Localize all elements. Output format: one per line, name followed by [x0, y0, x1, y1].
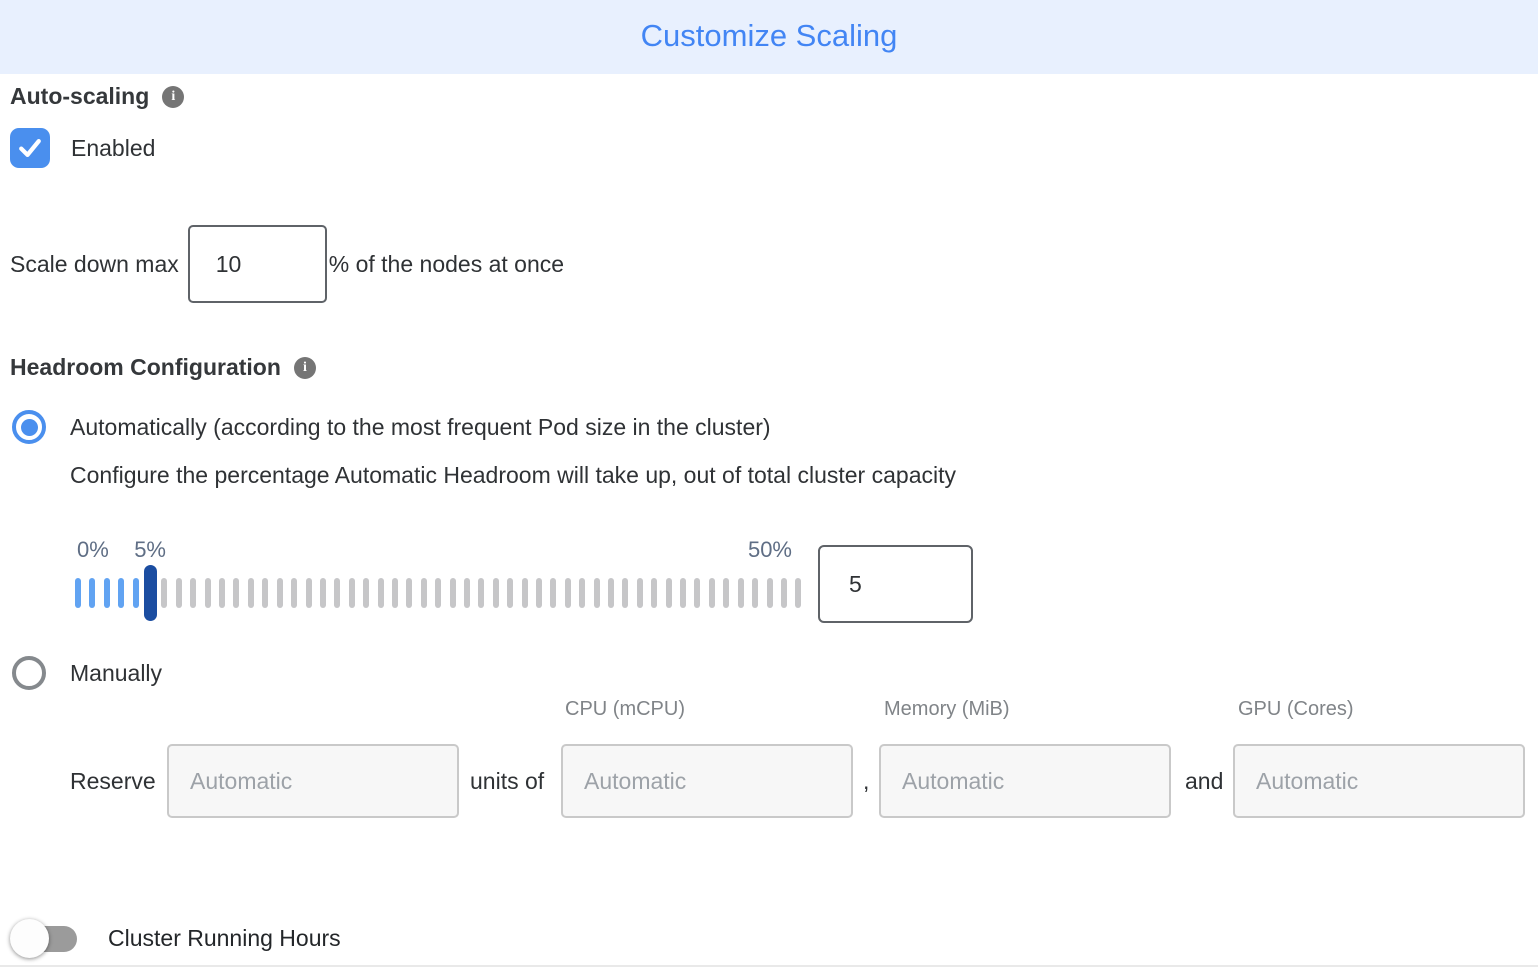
- slider-tick: [651, 578, 658, 608]
- slider-tick: [593, 578, 600, 608]
- slider-tick: [521, 578, 528, 608]
- slider-tick: [752, 578, 759, 608]
- slider-tick: [608, 578, 615, 608]
- slider-tick: [579, 578, 586, 608]
- slider-tick: [305, 578, 312, 608]
- scale-down-max-input[interactable]: [187, 225, 327, 303]
- enabled-label: Enabled: [71, 134, 156, 161]
- slider-tick: [795, 578, 802, 608]
- slider-min-label: 0%: [77, 537, 109, 562]
- reserve-label: Reserve: [70, 768, 156, 794]
- slider-tick: [190, 578, 197, 608]
- slider-tick: [636, 578, 643, 608]
- scale-down-suffix: % of the nodes at once: [328, 250, 565, 277]
- slider-tick: [406, 578, 413, 608]
- slider-tick: [363, 578, 370, 608]
- column-header-memory: Memory (MiB): [884, 698, 1010, 720]
- slider-labels: 0% 5% 50%: [75, 537, 802, 565]
- slider-tick: [89, 578, 96, 608]
- cluster-running-hours-toggle[interactable]: [10, 916, 80, 960]
- headroom-section-label: Headroom Configuration i: [10, 354, 316, 381]
- slider-tick: [118, 578, 125, 608]
- reserve-row: Reserve units of , and: [0, 742, 1538, 820]
- slider-current-label: 5%: [134, 537, 166, 562]
- manually-radio[interactable]: [12, 656, 46, 690]
- slider-tick: [291, 578, 298, 608]
- slider-tick: [420, 578, 427, 608]
- slider-tick: [161, 578, 168, 608]
- slider-tick: [723, 578, 730, 608]
- headroom-slider[interactable]: 0% 5% 50%: [75, 537, 802, 627]
- slider-tick: [550, 578, 557, 608]
- slider-handle[interactable]: [143, 565, 157, 621]
- slider-tick: [622, 578, 629, 608]
- reserve-memory-input[interactable]: [879, 744, 1171, 818]
- scale-down-label: Scale down max: [10, 250, 179, 277]
- slider-tick: [262, 578, 269, 608]
- slider-tick: [233, 578, 240, 608]
- slider-ticks[interactable]: [75, 578, 802, 608]
- slider-tick: [507, 578, 514, 608]
- reserve-units-input[interactable]: [167, 744, 459, 818]
- and-label: and: [1185, 768, 1224, 794]
- slider-tick: [319, 578, 326, 608]
- bottom-divider: [0, 965, 1538, 967]
- headroom-label: Headroom Configuration: [10, 354, 281, 380]
- slider-tick: [435, 578, 442, 608]
- slider-tick: [247, 578, 254, 608]
- slider-tick: [665, 578, 672, 608]
- auto-scaling-section-label: Auto-scaling i: [10, 83, 185, 110]
- slider-max-label: 50%: [747, 537, 792, 562]
- automatic-option-label: Automatically (according to the most fre…: [70, 413, 771, 440]
- slider-tick: [204, 578, 211, 608]
- page-title: Customize Scaling: [640, 18, 898, 53]
- dialog-header: Customize Scaling: [0, 0, 1538, 74]
- enabled-checkbox[interactable]: [10, 128, 50, 168]
- column-header-cpu: CPU (mCPU): [565, 698, 685, 720]
- slider-tick: [219, 578, 226, 608]
- automatic-radio[interactable]: [12, 410, 46, 444]
- slider-tick: [348, 578, 355, 608]
- manually-option-label: Manually: [70, 659, 163, 686]
- slider-tick: [737, 578, 744, 608]
- cluster-running-hours-label: Cluster Running Hours: [108, 924, 341, 951]
- toggle-knob: [10, 919, 49, 958]
- auto-scaling-enabled-row: Enabled: [10, 128, 155, 168]
- scale-down-row: Scale down max % of the nodes at once: [10, 225, 564, 303]
- slider-tick: [708, 578, 715, 608]
- reserve-gpu-input[interactable]: [1233, 744, 1525, 818]
- slider-tick: [478, 578, 485, 608]
- slider-tick: [680, 578, 687, 608]
- slider-tick: [334, 578, 341, 608]
- info-icon[interactable]: i: [162, 85, 185, 108]
- column-header-gpu: GPU (Cores): [1238, 698, 1354, 720]
- slider-tick: [536, 578, 542, 608]
- slider-tick: [766, 578, 773, 608]
- cluster-running-hours-row: Cluster Running Hours: [10, 916, 341, 960]
- units-of-label: units of: [470, 768, 545, 794]
- radio-dot: [20, 418, 38, 436]
- slider-tick: [564, 578, 571, 608]
- info-icon[interactable]: i: [293, 356, 316, 379]
- slider-tick: [694, 578, 701, 608]
- headroom-description: Configure the percentage Automatic Headr…: [70, 462, 956, 488]
- slider-tick: [175, 578, 182, 608]
- auto-scaling-label: Auto-scaling: [10, 83, 150, 109]
- comma-label: ,: [863, 768, 870, 794]
- automatic-option-row: Automatically (according to the most fre…: [12, 410, 771, 444]
- slider-tick: [377, 578, 384, 608]
- slider-tick: [276, 578, 283, 608]
- slider-tick: [132, 578, 139, 608]
- manually-option-row: Manually: [12, 656, 162, 690]
- checkmark-icon: [19, 139, 41, 157]
- slider-tick: [75, 578, 81, 608]
- slider-tick: [463, 578, 470, 608]
- slider-tick: [780, 578, 787, 608]
- reserve-cpu-input[interactable]: [561, 744, 853, 818]
- slider-tick: [449, 578, 456, 608]
- slider-tick: [391, 578, 398, 608]
- slider-tick: [103, 578, 110, 608]
- headroom-percent-input[interactable]: [818, 545, 973, 623]
- slider-tick: [492, 578, 499, 608]
